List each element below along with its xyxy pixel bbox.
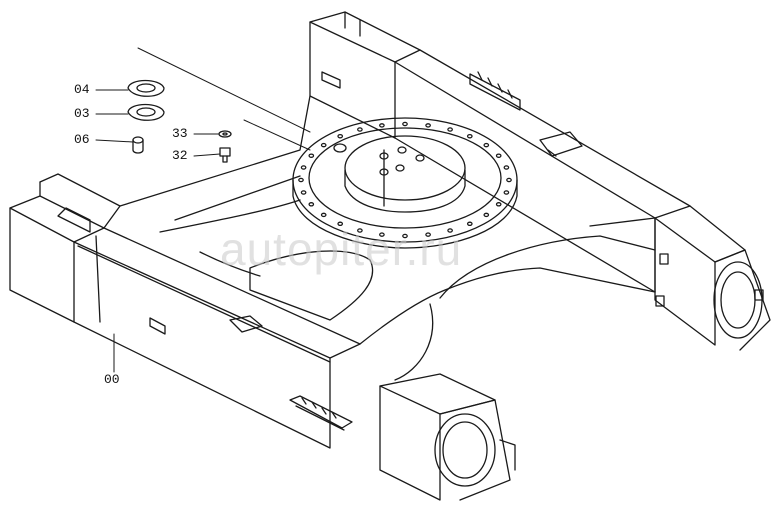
bolt-hole <box>337 133 344 139</box>
watermark-text: autopiter.ru <box>220 223 463 275</box>
bolt-hole <box>483 142 490 148</box>
bolt-hole <box>447 127 453 132</box>
center-frame <box>119 95 656 381</box>
swing-circle <box>292 117 518 249</box>
bolt-hole <box>379 232 385 237</box>
callout-06: 06 <box>74 132 90 147</box>
left-track-frame <box>9 173 361 449</box>
bolt-hole <box>357 127 363 132</box>
part-03-gasket <box>127 103 165 121</box>
bolt-hole <box>483 212 490 218</box>
bolt-hole <box>503 165 510 170</box>
bolt-hole <box>503 190 510 195</box>
callout-33: 33 <box>172 126 188 141</box>
bolt-hole <box>425 232 431 237</box>
bolt-hole <box>308 153 315 158</box>
bolt-hole <box>320 212 327 218</box>
bolt-hole <box>495 153 502 158</box>
leader-lines <box>95 47 311 373</box>
part-06-bolt <box>132 136 144 154</box>
bolt-hole <box>466 221 473 227</box>
part-33-washer <box>218 130 232 138</box>
bolt-hole <box>379 123 385 128</box>
bolt-hole <box>320 142 327 148</box>
bolt-hole <box>506 177 512 183</box>
bolt-hole <box>425 123 431 128</box>
callout-00: 00 <box>104 372 120 387</box>
part-04-cover <box>127 79 165 97</box>
callout-04: 04 <box>74 82 90 97</box>
callout-03: 03 <box>74 106 90 121</box>
bolt-hole <box>300 190 307 195</box>
bolt-hole <box>402 233 408 239</box>
bolt-hole <box>337 221 344 227</box>
bolt-hole <box>357 228 363 233</box>
callout-32: 32 <box>172 148 188 163</box>
idler-housing-rear <box>654 205 771 351</box>
ring-bolt-holes <box>298 121 512 239</box>
bolt-hole <box>466 133 473 139</box>
idler-housing-front <box>379 373 516 501</box>
bolt-hole <box>402 121 408 127</box>
bolt-hole <box>300 165 307 170</box>
bolt-hole <box>298 177 304 183</box>
bolt-hole <box>495 202 502 207</box>
bolt-hole <box>308 202 315 207</box>
part-32-bolt <box>219 147 231 163</box>
bolt-hole <box>447 228 453 233</box>
